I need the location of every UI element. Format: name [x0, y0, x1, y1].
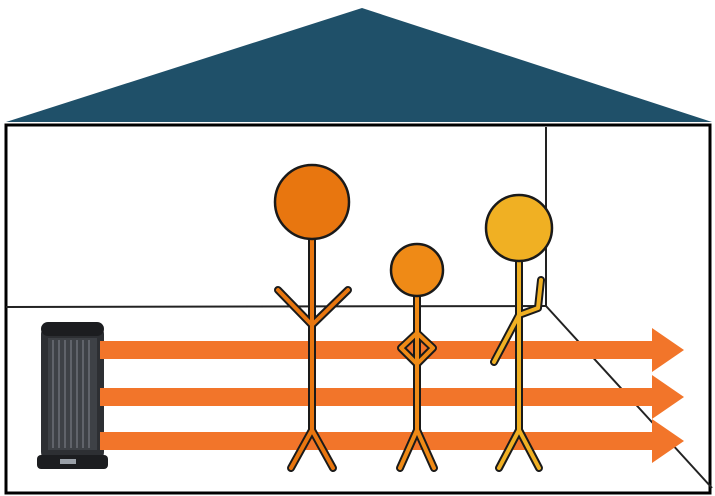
heater-logo — [60, 459, 76, 464]
stick-figure-person-light — [486, 195, 552, 468]
floor-back-line — [6, 306, 546, 307]
heat-arrow — [100, 375, 684, 419]
person-head — [391, 244, 443, 296]
house-roof — [6, 8, 712, 122]
person-head — [275, 165, 349, 239]
heater-top-cap — [41, 322, 104, 336]
heat-arrow — [100, 419, 684, 463]
heat-arrow — [100, 328, 684, 372]
space-heater-icon — [37, 322, 108, 469]
stick-figure-person-large — [275, 165, 349, 468]
heater-grille-bars — [53, 340, 89, 448]
heat-arrows — [100, 328, 684, 463]
person-head — [486, 195, 552, 261]
